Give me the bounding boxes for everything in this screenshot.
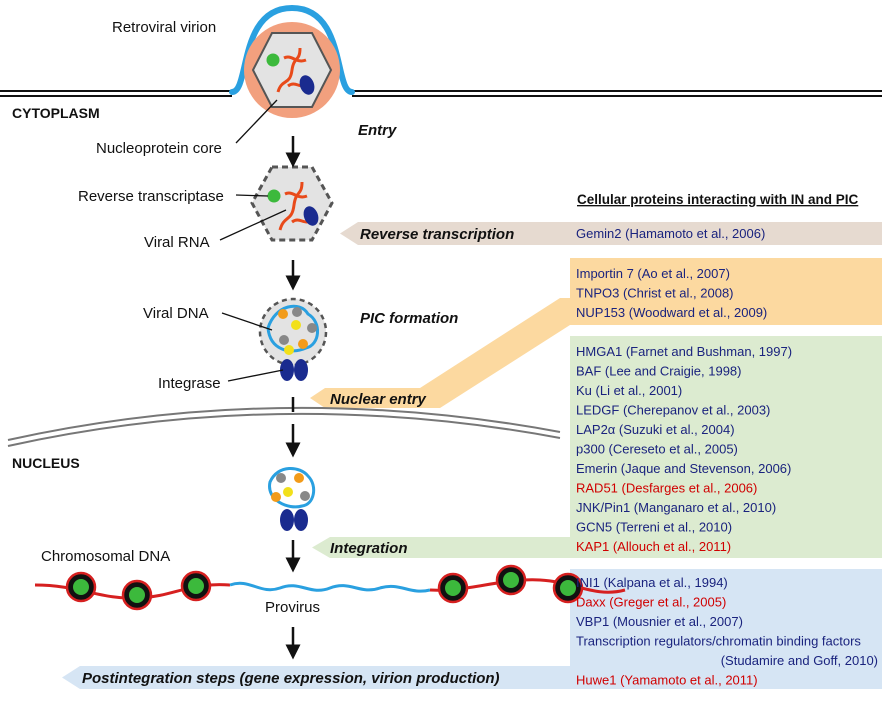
integration-arrow-box: [312, 336, 882, 558]
protein-entry: Transcription regulators/chromatin bindi…: [576, 634, 861, 649]
label-retroviral-virion: Retroviral virion: [112, 19, 216, 36]
list-reverse-transcription-proteins: Gemin2 (Hamamoto et al., 2006): [576, 226, 765, 241]
pic-complex: [258, 297, 328, 381]
protein-entry: Huwe1 (Yamamoto et al., 2011): [576, 673, 758, 688]
protein-entry: RAD51 (Desfarges et al., 2006): [576, 481, 757, 496]
step-integration: Integration: [330, 540, 408, 557]
protein-entry: BAF (Lee and Craigie, 1998): [576, 364, 741, 379]
protein-entry: (Studamire and Goff, 2010): [721, 653, 878, 668]
label-reverse-transcriptase: Reverse transcriptase: [78, 188, 224, 205]
label-viral-rna: Viral RNA: [144, 234, 210, 251]
protein-entry: p300 (Cereseto et al., 2005): [576, 442, 738, 457]
step-entry: Entry: [358, 122, 397, 139]
label-integrase: Integrase: [158, 375, 221, 392]
label-nucleus: NUCLEUS: [12, 455, 80, 471]
table-header: Cellular proteins interacting with IN an…: [577, 192, 859, 207]
protein-entry: LEDGF (Cherepanov et al., 2003): [576, 403, 770, 418]
protein-entry: GCN5 (Terreni et al., 2010): [576, 520, 732, 535]
step-pic-formation: PIC formation: [360, 310, 458, 327]
label-cytoplasm: CYTOPLASM: [12, 105, 100, 121]
leader-lines: [219, 99, 287, 382]
reverse-transcription-arrow-box: [340, 222, 882, 245]
nuclear-pic: [268, 467, 316, 531]
protein-entry: JNK/Pin1 (Manganaro et al., 2010): [576, 500, 776, 515]
step-boxes: [62, 222, 882, 689]
protein-entry: Daxx (Greger et al., 2005): [576, 595, 726, 610]
nucleosomes: [65, 564, 584, 611]
postintegration-arrow-box: [62, 569, 882, 689]
protein-entry: NUP153 (Woodward et al., 2009): [576, 305, 767, 320]
list-integration-proteins: HMGA1 (Farnet and Bushman, 1997) BAF (Lee…: [576, 344, 792, 554]
protein-entry: INI1 (Kalpana et al., 1994): [576, 575, 728, 590]
protein-entry: LAP2α (Suzuki et al., 2004): [576, 422, 735, 437]
protein-entry: Emerin (Jaque and Stevenson, 2006): [576, 461, 791, 476]
label-viral-dna: Viral DNA: [143, 305, 209, 322]
step-reverse-transcription: Reverse transcription: [360, 226, 514, 243]
viral-envelope: [229, 4, 355, 95]
list-nuclear-entry-proteins: Importin 7 (Ao et al., 2007) TNPO3 (Chris…: [576, 266, 767, 320]
label-chromosomal-dna: Chromosomal DNA: [41, 548, 170, 565]
virion: [229, 4, 355, 118]
protein-entry: Ku (Li et al., 2001): [576, 383, 682, 398]
plasma-membrane: [0, 90, 882, 97]
protein-entry: VBP1 (Mousnier et al., 2007): [576, 614, 743, 629]
step-postintegration: Postintegration steps (gene expression, …: [82, 670, 500, 687]
protein-entry: HMGA1 (Farnet and Bushman, 1997): [576, 344, 792, 359]
uncoated-core: [250, 165, 334, 242]
label-provirus: Provirus: [265, 599, 320, 616]
list-postintegration-proteins: INI1 (Kalpana et al., 1994) Daxx (Greger …: [576, 575, 878, 688]
nuclear-entry-arrow-box: [310, 258, 882, 408]
chromosomal-dna: [34, 564, 626, 611]
label-nucleoprotein-core: Nucleoprotein core: [96, 140, 222, 157]
protein-entry: Gemin2 (Hamamoto et al., 2006): [576, 226, 765, 241]
nuclear-envelope: [7, 406, 561, 447]
protein-entry: TNPO3 (Christ et al., 2008): [576, 286, 734, 301]
protein-entry: KAP1 (Allouch et al., 2011): [576, 539, 731, 554]
protein-entry: Importin 7 (Ao et al., 2007): [576, 266, 730, 281]
step-nuclear-entry: Nuclear entry: [330, 391, 427, 408]
